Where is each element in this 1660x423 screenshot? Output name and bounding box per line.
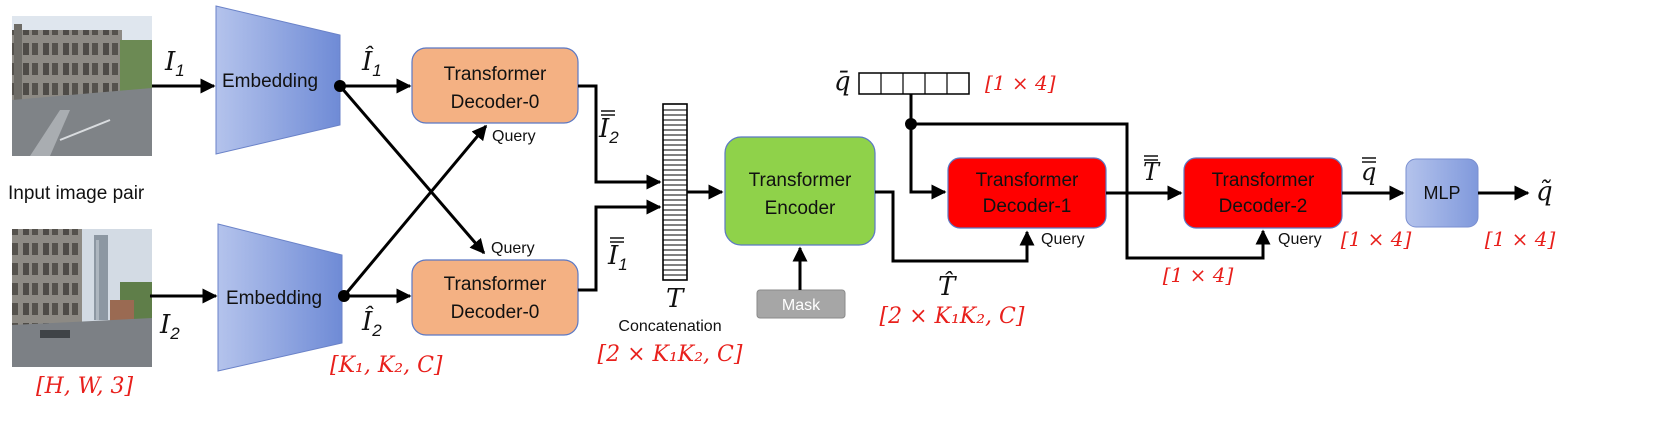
label-i1: I1 — [164, 47, 185, 80]
label-t-doublebar: T — [1143, 155, 1161, 186]
decoder2-query: Query — [1278, 231, 1322, 248]
decoder0-top-query: Query — [492, 128, 536, 145]
query-vector-cells — [858, 72, 970, 95]
label-i1-hat: Î1 — [361, 45, 382, 80]
label-i1-doublebar: I1 — [607, 237, 628, 274]
label-i2: I2 — [159, 310, 180, 343]
mlp-out-shape-label: [1 × 4] — [1485, 227, 1556, 251]
mask-label: Mask — [782, 297, 821, 314]
encoder-line2: Encoder — [765, 198, 836, 219]
branch-dot-bottom — [338, 290, 350, 302]
concat-symbol: T — [666, 284, 685, 314]
embedding-block-top — [215, 5, 341, 155]
svg-text:I2: I2 — [598, 114, 619, 147]
input-pair-label: Input image pair — [8, 183, 145, 204]
label-t-hat: T̂ — [938, 271, 957, 302]
decoder0-bottom-line2: Decoder-0 — [451, 302, 540, 323]
input-shape-label: [H, W, 3] — [36, 374, 134, 399]
decoder1-line1: Transformer — [976, 170, 1079, 191]
label-q-doublebar: q — [1361, 157, 1376, 186]
decoder2-out-shape-label: [1 × 4] — [1341, 227, 1412, 251]
decoder2-line1: Transformer — [1212, 170, 1315, 191]
embedding-label-top: Embedding — [222, 71, 318, 92]
connections — [150, 78, 1530, 304]
decoder0-bottom-query: Query — [491, 240, 535, 257]
label-i2-doublebar: I2 — [598, 110, 619, 147]
decoder1-query: Query — [1041, 231, 1085, 248]
concat-label: Concatenation — [618, 318, 721, 335]
concat-shape-label: [2 × K₁K₂, C] — [598, 342, 743, 367]
decoder2-query-shape-label: [1 × 4] — [1163, 263, 1234, 287]
encoder-line1: Transformer — [749, 170, 852, 191]
label-i2-hat: Î2 — [361, 305, 382, 340]
encoder-box — [724, 136, 876, 246]
decoder0-top-line2: Decoder-0 — [451, 92, 540, 113]
label-q-tilde: q̃ — [1536, 177, 1553, 207]
branch-dot-query — [905, 118, 917, 130]
query-vector-shape-label: [1 × 4] — [985, 71, 1056, 95]
label-q-bar: q̄ — [834, 67, 851, 97]
svg-text:q: q — [1361, 158, 1376, 186]
decoder0-bottom-box — [411, 259, 579, 336]
decoder0-top-line1: Transformer — [444, 64, 547, 85]
encoder-shape-label: [2 × K₁K₂, C] — [880, 304, 1025, 329]
svg-text:I1: I1 — [607, 241, 628, 274]
decoder1-line2: Decoder-1 — [983, 196, 1072, 217]
input-image-2 — [12, 229, 152, 367]
decoder0-bottom-line1: Transformer — [444, 274, 547, 295]
input-image-1 — [12, 16, 152, 156]
branch-dot-top — [334, 80, 346, 92]
decoder1-box — [947, 157, 1107, 229]
embedding-block-bottom — [217, 223, 343, 372]
mlp-label: MLP — [1423, 183, 1460, 203]
svg-text:T: T — [1143, 158, 1161, 186]
embedding-shape-label: [K₁, K₂, C] — [330, 353, 443, 378]
decoder2-box — [1183, 157, 1343, 229]
concatenation-stack — [662, 103, 688, 281]
embedding-label-bottom: Embedding — [226, 288, 322, 309]
decoder2-line2: Decoder-2 — [1219, 196, 1308, 217]
